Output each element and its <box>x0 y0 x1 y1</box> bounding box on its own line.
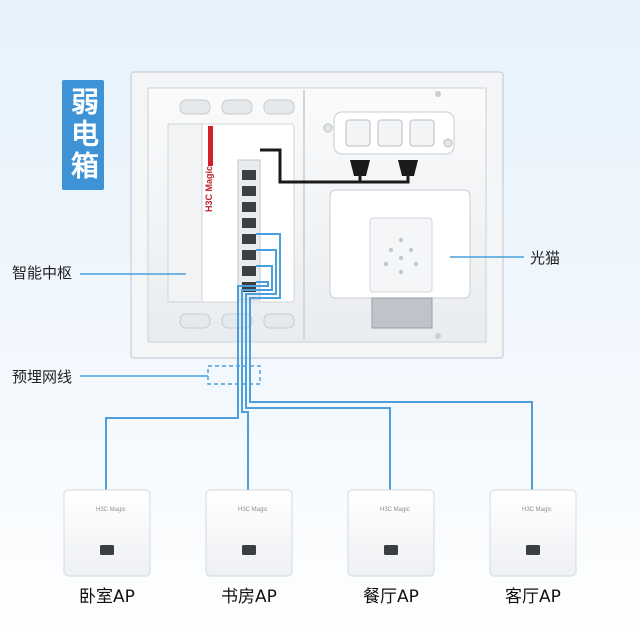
mount-slot <box>221 99 253 115</box>
socket <box>409 119 435 147</box>
smart-hub-red-stripe <box>208 126 213 166</box>
ap-brand-text: H3C Magic <box>380 507 410 513</box>
ap-label-bedroom: 卧室AP <box>79 587 135 607</box>
mount-slot <box>263 99 295 115</box>
cable-label: 预埋网线 <box>12 368 73 386</box>
ap-label-study: 书房AP <box>221 587 277 607</box>
screw <box>435 333 441 339</box>
ethernet-port <box>242 218 256 228</box>
ap-panel-dining: H3C Magic <box>347 489 435 577</box>
screw <box>323 123 333 133</box>
ap-panel-bedroom: H3C Magic <box>63 489 151 577</box>
smart-hub-side <box>167 123 203 303</box>
ap-brand-text: H3C Magic <box>238 507 268 513</box>
cable-marker <box>207 365 261 385</box>
ethernet-port <box>242 234 256 244</box>
optical-modem-front <box>369 217 433 293</box>
mount-slot <box>263 313 295 329</box>
ethernet-port <box>242 250 256 260</box>
ap-panel-living: H3C Magic <box>489 489 577 577</box>
ethernet-port <box>242 170 256 180</box>
ap-label-living: 客厅AP <box>505 587 561 607</box>
mount-slot <box>179 99 211 115</box>
hub-label: 智能中枢 <box>12 264 73 282</box>
ethernet-port <box>242 266 256 276</box>
mount-slot <box>179 313 211 329</box>
page-title: 弱电箱 <box>62 80 104 190</box>
ap-panel-study: H3C Magic <box>205 489 293 577</box>
ethernet-port <box>242 186 256 196</box>
ap-brand-text: H3C Magic <box>522 507 552 513</box>
hub-cables <box>237 233 281 340</box>
ap-label-dining: 餐厅AP <box>363 587 419 607</box>
modem-vent-holes <box>383 237 419 275</box>
port-column <box>237 159 261 301</box>
modem-bracket <box>371 297 433 329</box>
ap-brand-text: H3C Magic <box>96 507 126 513</box>
socket <box>345 119 371 147</box>
ethernet-port <box>242 202 256 212</box>
hub-brand-text: H3C Magic <box>204 166 214 212</box>
plug <box>350 160 370 176</box>
screw <box>443 138 453 148</box>
screw <box>435 91 441 97</box>
embedded-cables <box>105 340 533 490</box>
socket <box>377 119 403 147</box>
plug <box>398 160 418 176</box>
modem-label: 光猫 <box>530 249 561 267</box>
